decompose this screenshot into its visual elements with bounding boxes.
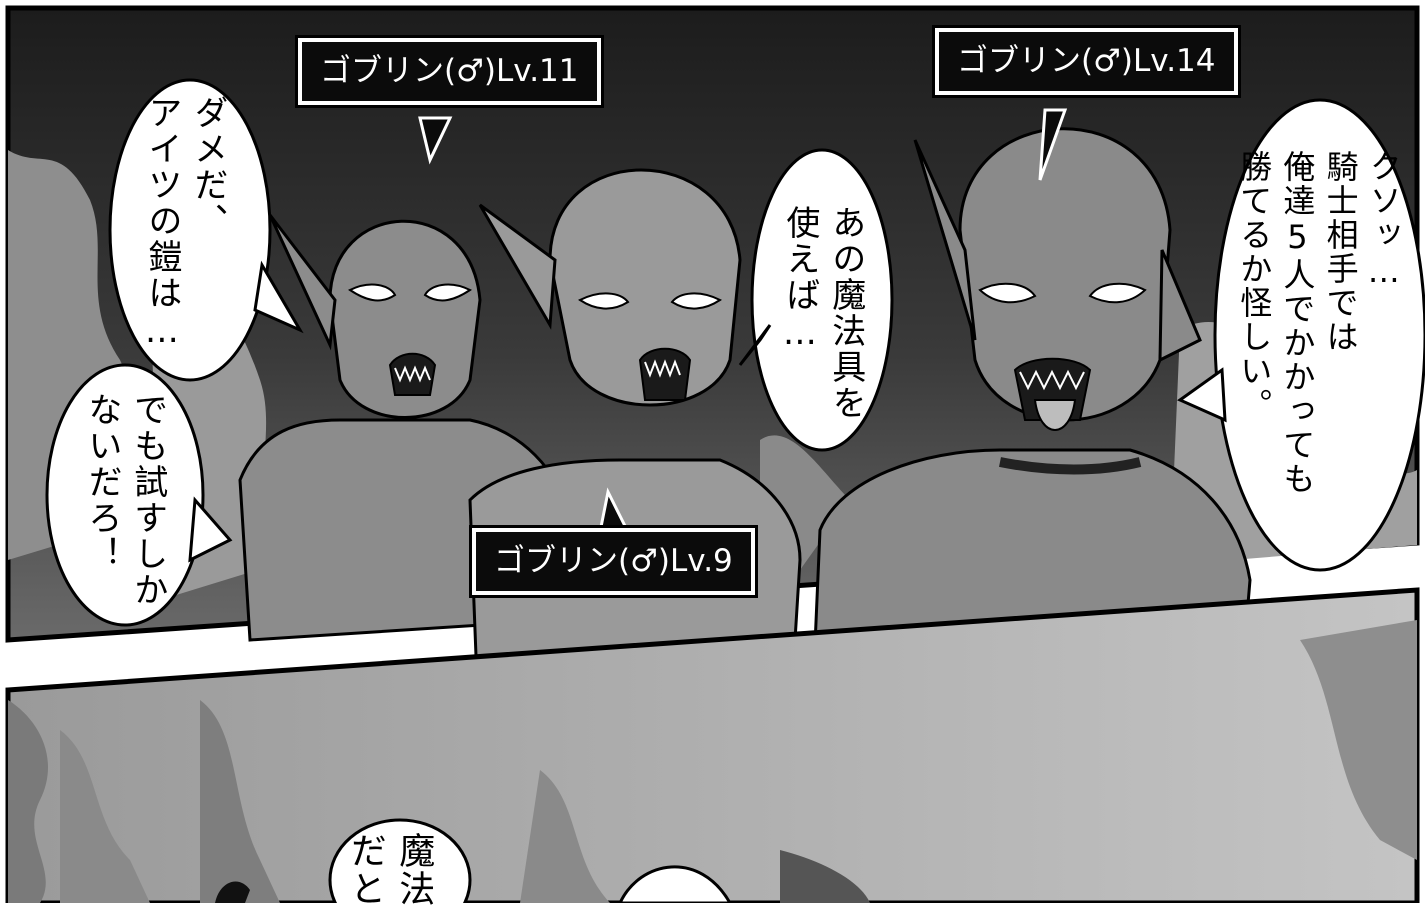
speech-demo-tamesu: でも試すしか ないだろ！ xyxy=(78,392,170,608)
speech-line: だと xyxy=(344,832,386,908)
name-tag-goblin-lv11: ゴブリン(♂)Lv.11 xyxy=(295,35,604,108)
bottom-panel xyxy=(5,587,1420,903)
speech-line: 俺達5人でかかっても xyxy=(1278,150,1317,496)
name-tag-pointers xyxy=(418,108,1068,534)
speech-line: アイツの鎧は… xyxy=(141,95,182,353)
speech-line: あの魔法具を xyxy=(825,205,866,421)
speech-line: 魔法 xyxy=(393,832,435,908)
speech-mahougu: あの魔法具を 使えば… xyxy=(776,205,868,421)
speech-line: ないだろ！ xyxy=(81,392,122,572)
speech-mahou-dato: 魔法 だと xyxy=(340,832,437,908)
speech-line: 騎士相手では xyxy=(1321,150,1360,354)
speech-line: 使えば… xyxy=(779,205,820,355)
speech-dame-da: ダメだ、 アイツの鎧は… xyxy=(138,95,230,353)
speech-kuso: クソッ… 騎士相手では 俺達5人でかかっても 勝てるか怪しい。 xyxy=(1232,150,1405,496)
speech-bubbles xyxy=(45,78,1425,627)
speech-line: ダメだ、 xyxy=(187,95,228,239)
speech-line: クソッ… xyxy=(1364,150,1403,292)
speech-line: でも試すしか xyxy=(127,392,168,608)
name-tag-goblin-lv9: ゴブリン(♂)Lv.9 xyxy=(469,525,758,598)
speech-line: 勝てるか怪しい。 xyxy=(1235,150,1274,422)
name-tag-goblin-lv14: ゴブリン(♂)Lv.14 xyxy=(932,25,1241,98)
